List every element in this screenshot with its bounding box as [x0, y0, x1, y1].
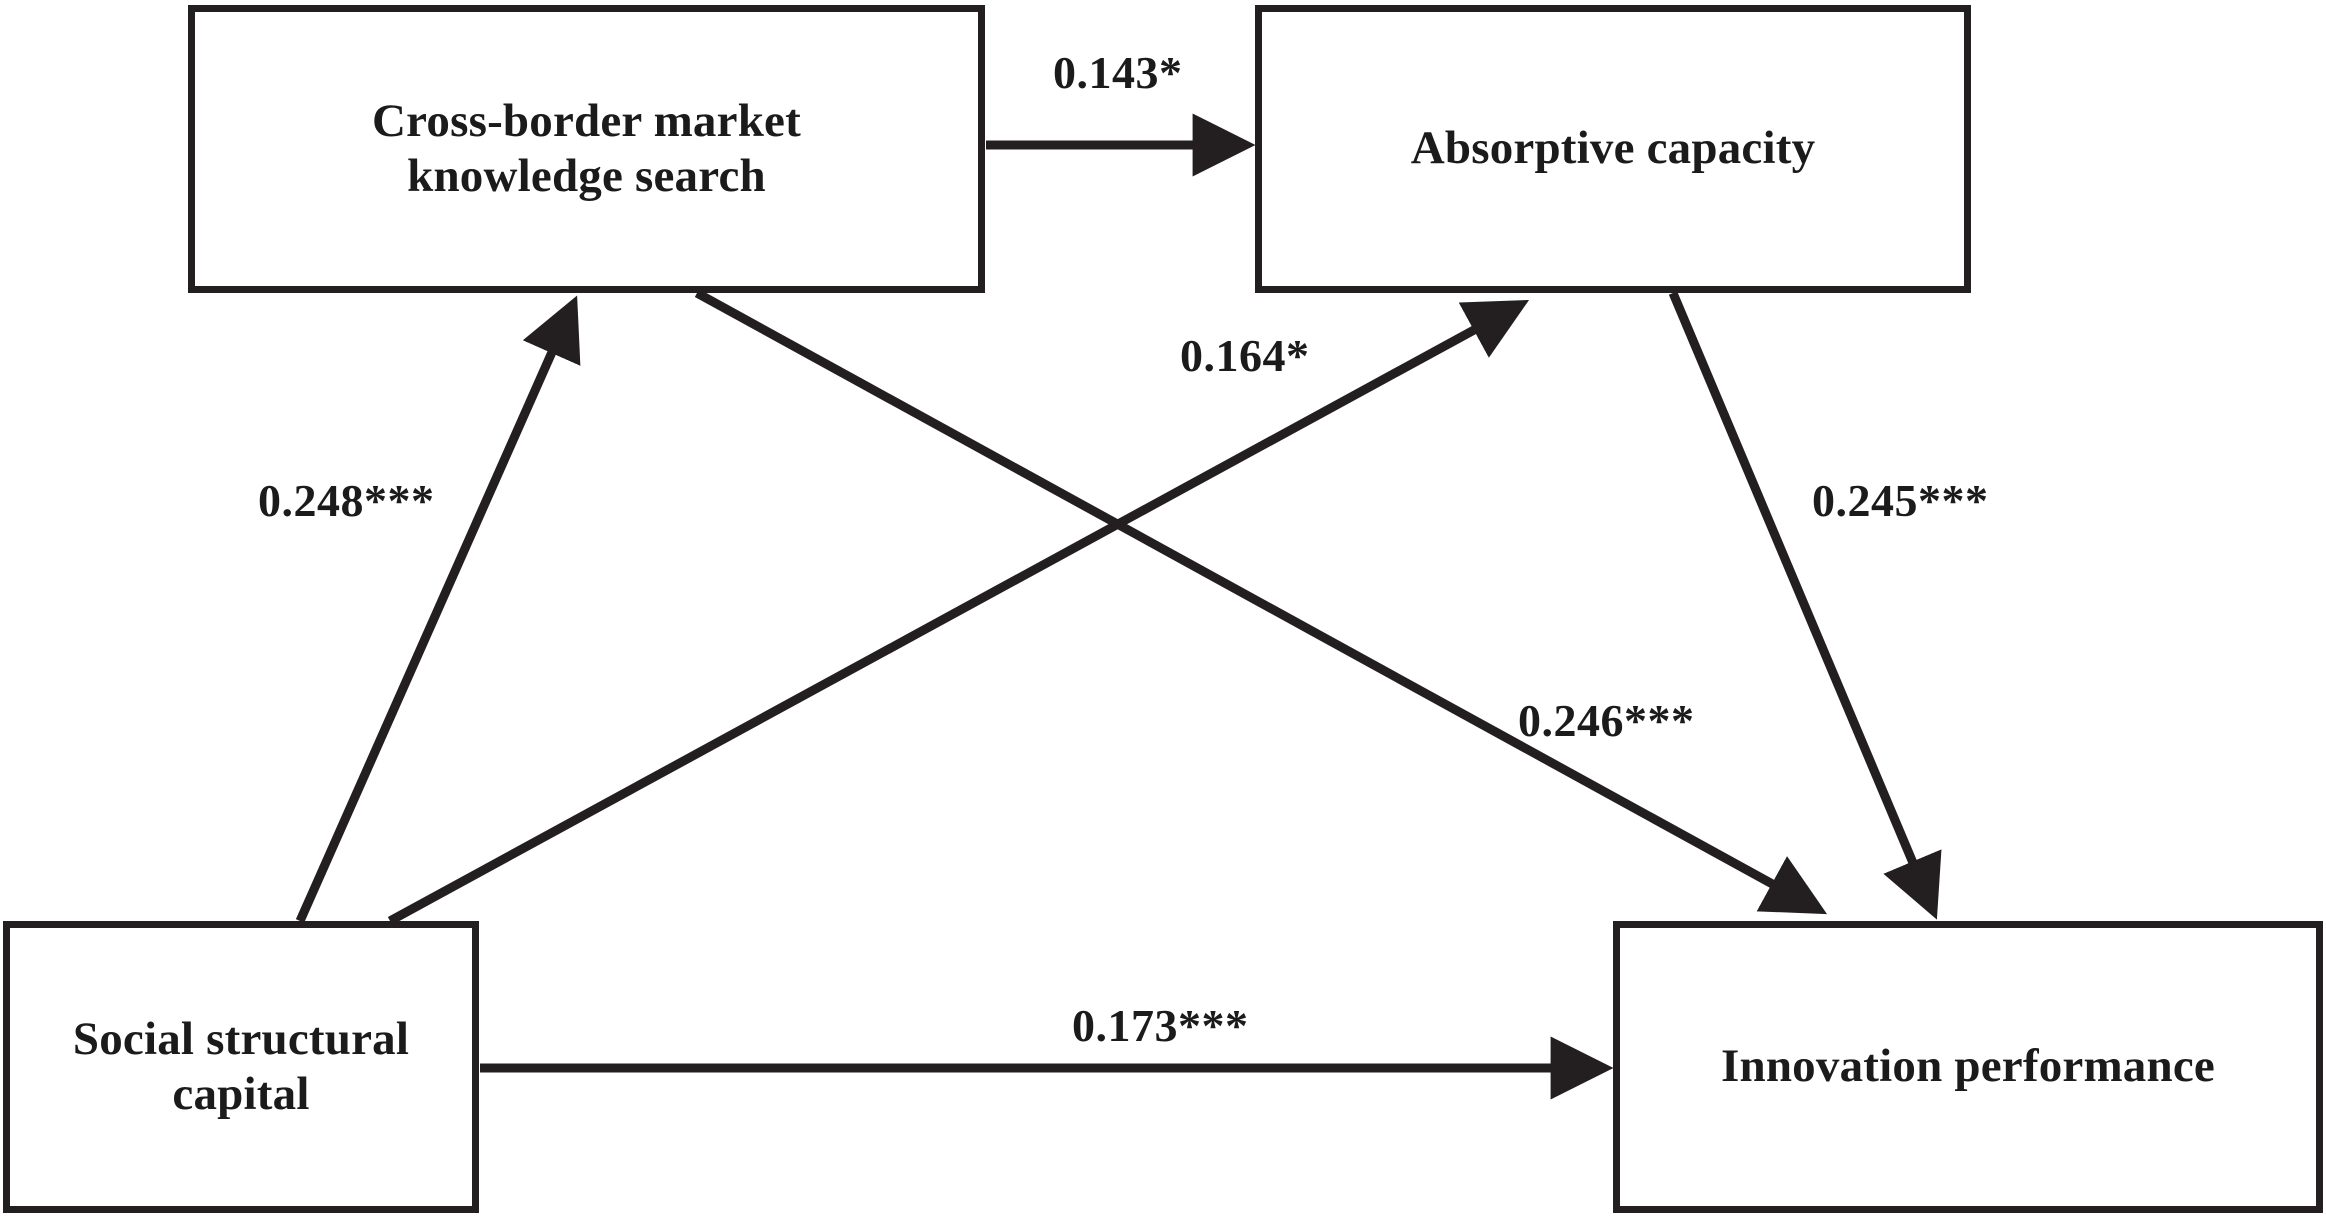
node-absorptive-capacity[interactable]: Absorptive capacity [1255, 5, 1971, 293]
node-cross-border-market-knowledge-search[interactable]: Cross-border market knowledge search [188, 5, 985, 293]
node-label: Social structural capital [72, 1012, 410, 1120]
node-label: Innovation performance [1721, 1040, 2215, 1093]
node-label: Absorptive capacity [1410, 122, 1816, 175]
edge-cbmks-to-ip [694, 289, 1828, 915]
edge-label-ssc-to-ip: 0.173*** [1072, 1000, 1249, 1051]
edge-ac-to-ip [1668, 291, 1942, 920]
node-social-structural-capital[interactable]: Social structural capital [3, 921, 479, 1213]
node-innovation-performance[interactable]: Innovation performance [1613, 921, 2323, 1213]
edge-ssc-to-cbmks [295, 295, 581, 923]
edge-label-ssc-to-ac: 0.164* [1180, 330, 1310, 381]
edge-label-ac-to-ip: 0.245*** [1812, 475, 1989, 526]
edge-label-cbmks-to-ip: 0.246*** [1518, 695, 1695, 746]
edge-ssc-to-ac [387, 299, 1530, 925]
edge-label-ssc-to-cbmks: 0.248*** [258, 475, 435, 526]
edge-label-cbmks-to-ac: 0.143* [1053, 47, 1183, 98]
node-label: Cross-border market knowledge search [372, 94, 801, 202]
